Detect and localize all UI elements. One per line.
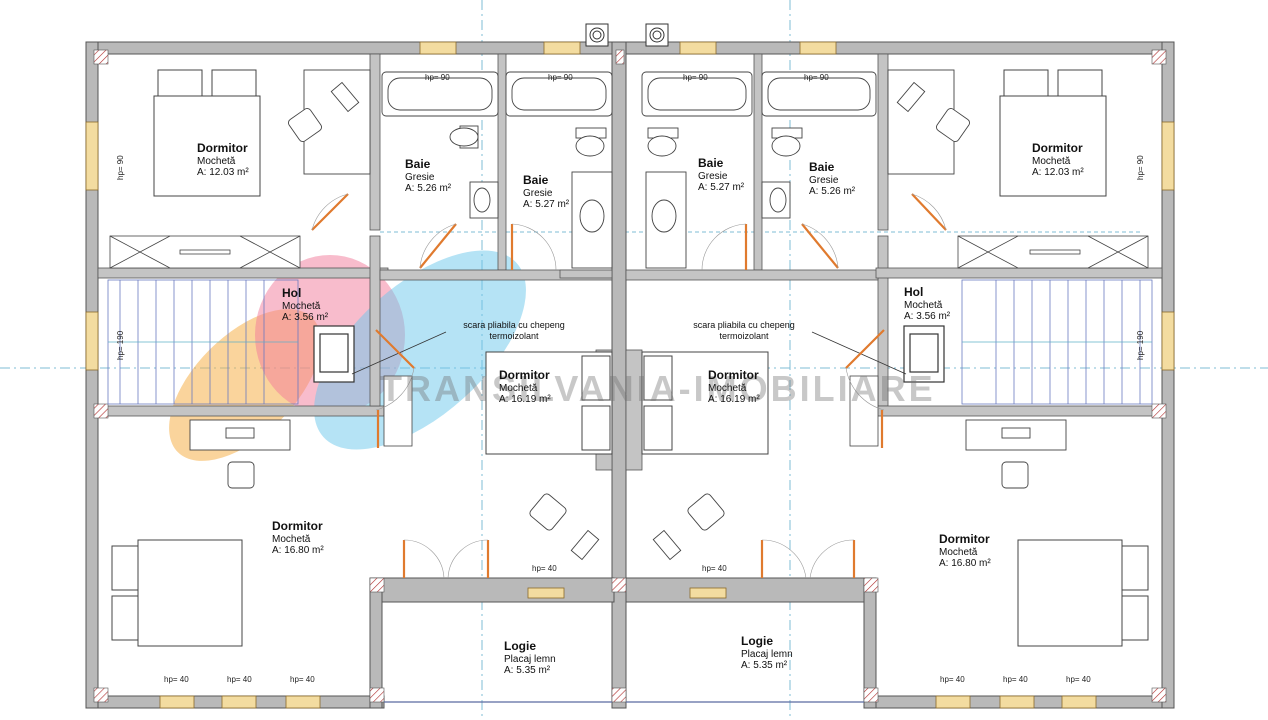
room-floor: Mochetă: [272, 533, 311, 545]
room-name: Baie: [405, 157, 431, 171]
windows: [85, 41, 1175, 709]
room-area: A: 12.03 m²: [1032, 167, 1084, 179]
room-floor: Mochetă: [939, 546, 978, 558]
room-name: Baie: [523, 173, 549, 187]
window-height-label: hp= 90: [425, 73, 450, 82]
window-height-label: hp= 90: [683, 73, 708, 82]
room-floor: Mochetă: [904, 299, 943, 311]
room-label-right-bath-1: Baie Gresie A: 5.26 m²: [809, 160, 856, 198]
room-floor: Mochetă: [282, 300, 321, 312]
note-line: scara pliabila cu chepeng: [693, 320, 795, 330]
stair-note-left: scara pliabila cu chepeng termoizolant: [446, 320, 582, 342]
room-name: Hol: [904, 285, 924, 299]
note-line: termoizolant: [719, 330, 769, 341]
room-name: Dormitor: [272, 519, 323, 533]
room-label-left-mid-bedroom: Dormitor Mochetă A: 16.19 m²: [499, 368, 551, 406]
room-area: A: 5.26 m²: [809, 186, 856, 198]
room-label-right-loggia: Logie Placaj lemn A: 5.35 m²: [741, 634, 793, 672]
room-area: A: 16.19 m²: [708, 394, 760, 406]
window-height-label: hp= 40: [290, 675, 315, 684]
room-area: A: 16.19 m²: [499, 394, 551, 406]
room-area: A: 3.56 m²: [282, 312, 329, 324]
window-height-label: hp= 90: [548, 73, 573, 82]
note-line: scara pliabila cu chepeng: [463, 320, 565, 330]
room-floor: Mochetă: [708, 382, 747, 394]
sink-icons: [469, 171, 791, 269]
room-name: Dormitor: [197, 141, 248, 155]
room-name: Baie: [809, 160, 835, 174]
room-floor: Gresie: [523, 187, 553, 199]
column-hatches: [93, 49, 1167, 703]
bathtub-icons: [381, 71, 877, 117]
room-area: A: 16.80 m²: [939, 558, 991, 570]
room-label-right-big-bedroom: Dormitor Mochetă A: 16.80 m²: [939, 532, 991, 570]
window-height-label: hp= 40: [940, 675, 965, 684]
room-label-right-hall: Hol Mochetă A: 3.56 m²: [904, 285, 951, 323]
room-area: A: 5.35 m²: [504, 665, 551, 677]
room-label-right-mid-bedroom: Dormitor Mochetă A: 16.19 m²: [708, 368, 760, 406]
window-height-label: hp= 190: [116, 330, 125, 360]
room-area: A: 3.56 m²: [904, 311, 951, 323]
chimney-icons: [585, 23, 669, 47]
wardrobe-icons: [109, 235, 1149, 447]
room-name: Logie: [741, 634, 773, 648]
room-floor: Gresie: [698, 170, 728, 182]
window-height-label: hp= 40: [227, 675, 252, 684]
room-label-right-top-bedroom: Dormitor Mochetă A: 12.03 m²: [1032, 141, 1084, 179]
window-height-label: hp= 40: [164, 675, 189, 684]
room-area: A: 5.27 m²: [523, 199, 570, 211]
room-label-left-bath-2: Baie Gresie A: 5.27 m²: [523, 173, 570, 211]
attic-hatch-icons: [313, 325, 945, 383]
door-swing-arcs: [311, 193, 947, 579]
room-name: Dormitor: [499, 368, 550, 382]
room-area: A: 12.03 m²: [197, 167, 249, 179]
window-height-label: hp= 190: [1136, 330, 1145, 360]
room-area: A: 5.27 m²: [698, 182, 745, 194]
room-label-left-hall: Hol Mochetă A: 3.56 m²: [282, 286, 329, 324]
window-height-label: hp= 90: [116, 155, 125, 180]
room-floor: Gresie: [809, 174, 839, 186]
window-height-label: hp= 90: [804, 73, 829, 82]
room-area: A: 5.35 m²: [741, 660, 788, 672]
room-floor: Mochetă: [197, 155, 236, 167]
room-label-left-bath-1: Baie Gresie A: 5.26 m²: [405, 157, 452, 195]
bed-icons: [111, 69, 1149, 647]
window-height-label: hp= 40: [532, 564, 557, 573]
desk-chair-icons: [189, 69, 1067, 561]
room-floor: Mochetă: [1032, 155, 1071, 167]
stair-note-right: scara pliabila cu chepeng termoizolant: [676, 320, 812, 342]
room-name: Dormitor: [1032, 141, 1083, 155]
room-name: Dormitor: [939, 532, 990, 546]
room-label-left-big-bedroom: Dormitor Mochetă A: 16.80 m²: [272, 519, 324, 557]
room-label-right-bath-2: Baie Gresie A: 5.27 m²: [698, 156, 745, 194]
room-name: Dormitor: [708, 368, 759, 382]
window-height-label: hp= 40: [702, 564, 727, 573]
room-name: Baie: [698, 156, 724, 170]
room-area: A: 5.26 m²: [405, 183, 452, 195]
stair-icons: [107, 279, 1153, 405]
room-name: Logie: [504, 639, 536, 653]
door-icons: [311, 193, 947, 578]
toilet-icons: [449, 125, 803, 157]
room-floor: Placaj lemn: [504, 653, 556, 665]
window-height-label: hp= 40: [1066, 675, 1091, 684]
room-label-left-loggia: Logie Placaj lemn A: 5.35 m²: [504, 639, 556, 677]
room-area: A: 16.80 m²: [272, 545, 324, 557]
room-floor: Placaj lemn: [741, 648, 793, 660]
room-floor: Gresie: [405, 171, 435, 183]
room-name: Hol: [282, 286, 302, 300]
room-label-left-top-bedroom: Dormitor Mochetă A: 12.03 m²: [197, 141, 249, 179]
window-height-label: hp= 40: [1003, 675, 1028, 684]
room-floor: Mochetă: [499, 382, 538, 394]
note-line: termoizolant: [489, 330, 539, 341]
window-height-label: hp= 90: [1136, 155, 1145, 180]
watermark-text: TRANSILVANIA-IMOBILIARE: [380, 368, 936, 409]
